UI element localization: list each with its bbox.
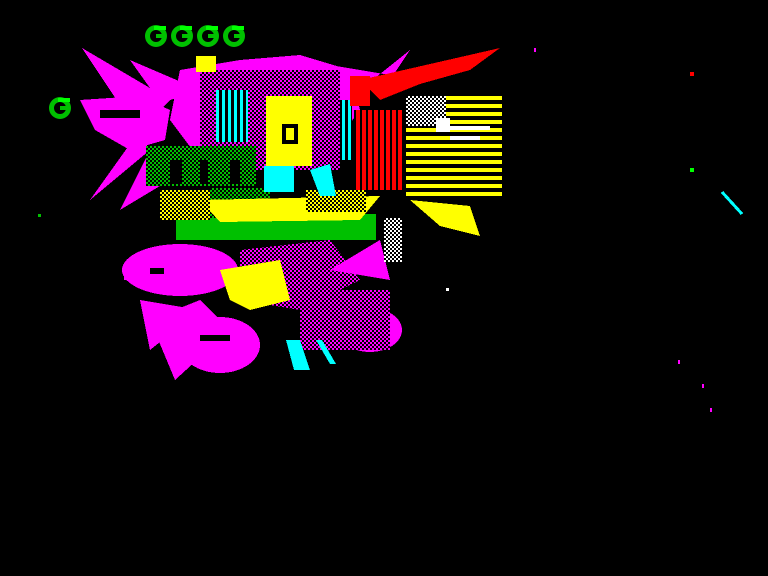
star (690, 72, 694, 76)
red-engine-icon (350, 48, 500, 190)
star (678, 360, 680, 364)
white-detail (384, 96, 490, 262)
star (690, 168, 694, 172)
green-coil-icon (197, 25, 219, 47)
star (446, 288, 449, 291)
green-coil-icon (171, 25, 193, 47)
star (710, 408, 712, 412)
yellow-ship-icon (160, 56, 502, 310)
star (534, 48, 536, 52)
lives-indicator (144, 24, 246, 48)
green-coil-icon (145, 25, 167, 47)
cyan-antenna-icon (216, 90, 352, 370)
magenta-creature-icon (122, 240, 402, 380)
star (702, 384, 704, 388)
cyan-streak (720, 190, 744, 216)
star (38, 214, 41, 217)
green-coil-icon (223, 25, 245, 47)
green-coil-icon (49, 97, 71, 119)
